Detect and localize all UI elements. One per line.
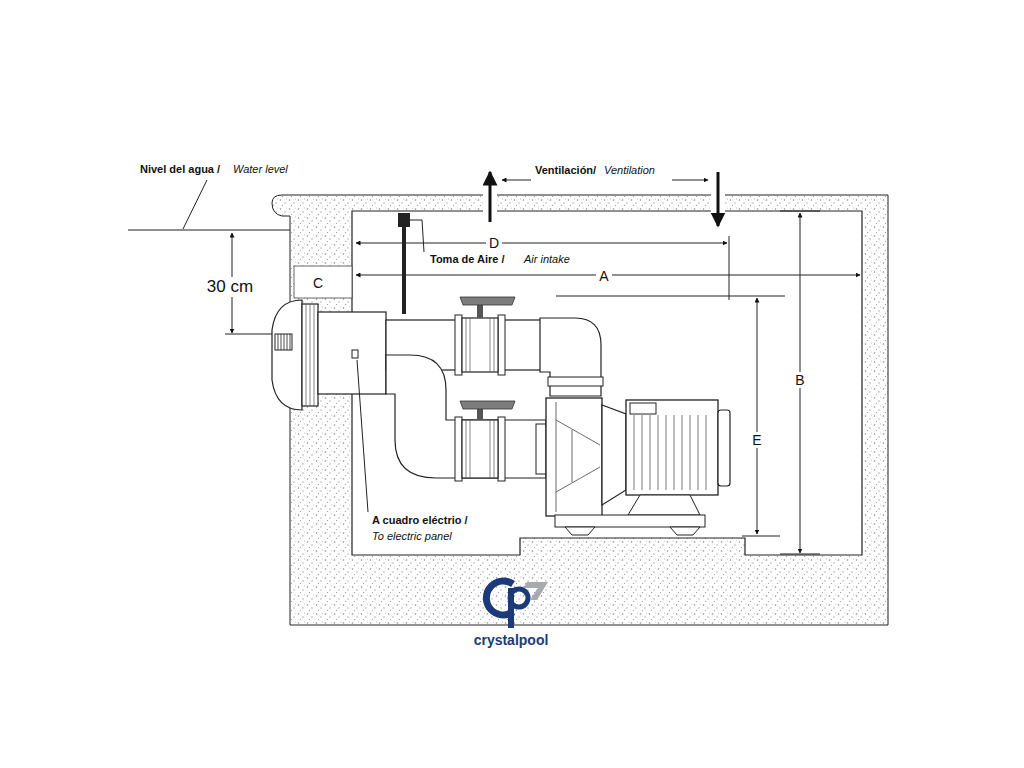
caption-label: Toma de Aire / — [430, 253, 505, 266]
vent-arrow — [717, 172, 720, 226]
nozzle-flange — [302, 304, 318, 406]
ball-valve — [466, 420, 494, 478]
pump-feet — [565, 527, 700, 535]
terminal-box — [630, 403, 656, 414]
dimension-line — [502, 180, 531, 181]
brand-name: crystalpool — [474, 632, 549, 648]
dimension-letter: A — [596, 268, 611, 284]
motor-fins — [634, 415, 706, 490]
dimension-line — [672, 180, 708, 181]
pipe-union — [455, 417, 462, 481]
wall-dimension-box — [294, 266, 352, 298]
dimension-letter: D — [486, 235, 502, 251]
caption-label: To electric panel — [372, 530, 452, 543]
ball-valve — [462, 318, 498, 372]
pipe-union — [498, 315, 505, 375]
nozzle-grille — [275, 334, 292, 350]
ball-valve — [462, 420, 498, 478]
pump-pit — [352, 211, 862, 555]
nozzle-grille — [278, 334, 290, 350]
dimension-tick — [780, 554, 820, 555]
pipe-union — [455, 315, 462, 375]
dimension-letter: C — [313, 275, 323, 291]
motor-end-cap — [718, 410, 730, 486]
leader-line — [357, 360, 368, 512]
dimension-letter: B — [792, 372, 807, 388]
dimension-tick — [556, 296, 785, 297]
air-intake-pipe — [402, 226, 406, 314]
caption-label: Ventilation — [604, 164, 655, 177]
pump-volute — [556, 402, 600, 512]
dimension-tick — [729, 236, 730, 300]
caption-label: Nivel del agua / — [140, 163, 220, 176]
dimension-line — [757, 298, 758, 534]
valve-handle — [460, 297, 515, 305]
motor-foot — [628, 495, 700, 515]
leader-line — [410, 220, 424, 252]
pump-motor — [626, 400, 718, 495]
concrete-mass — [272, 195, 888, 625]
wall-sleeve — [318, 312, 386, 394]
water-level-line — [128, 229, 290, 230]
dimension-letter: E — [749, 432, 764, 448]
dimension-value: 30 cm — [204, 277, 256, 297]
pipe-union — [536, 424, 546, 474]
air-intake-cap — [398, 213, 410, 227]
dimension-tick — [780, 211, 820, 212]
leader-line — [183, 180, 207, 229]
caption-label: A cuadro eléctrio / — [372, 514, 468, 527]
dimension-line — [356, 243, 727, 244]
pipe-union — [548, 377, 603, 386]
cable-gland — [352, 350, 358, 358]
caption-label: Ventilación/ — [535, 164, 596, 177]
dimension-tick — [742, 536, 780, 537]
caption-label: Water level — [233, 163, 288, 176]
pump-base — [555, 515, 705, 527]
pipe-union — [498, 417, 505, 481]
ball-valve — [466, 318, 494, 372]
pump-lantern — [602, 405, 626, 505]
jet-nozzle — [272, 300, 302, 410]
pump-volute — [546, 398, 602, 516]
valve-handle — [460, 401, 515, 409]
dimension-tick — [225, 334, 272, 335]
vent-arrow — [489, 172, 492, 222]
nozzle-flange — [306, 304, 314, 406]
suction-pipe — [386, 355, 546, 478]
brand-logo — [486, 581, 548, 628]
caption-label: Air intake — [524, 253, 570, 266]
